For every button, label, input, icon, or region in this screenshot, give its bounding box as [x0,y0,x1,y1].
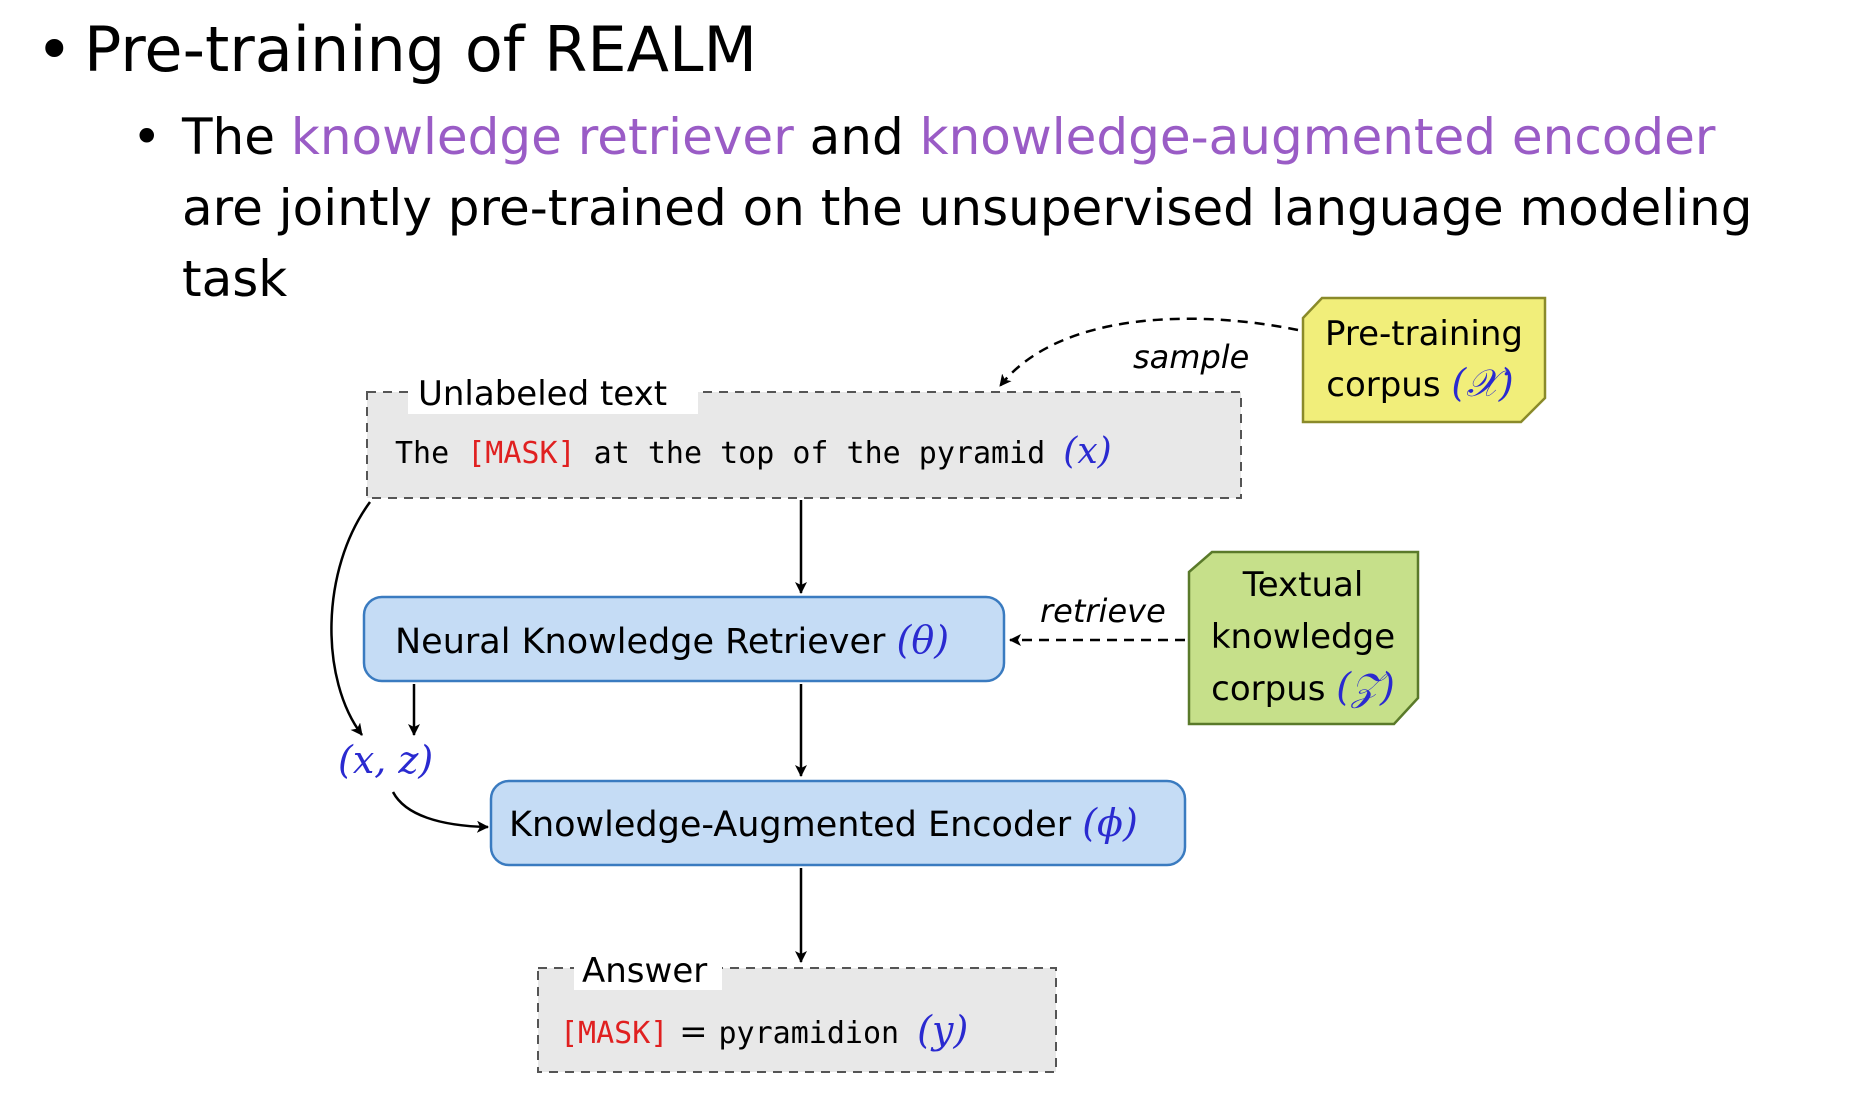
pretraining-corpus-shape [1301,296,1547,424]
pair-variable: (x, z) [338,738,433,782]
answer-label: Answer [582,951,707,991]
text-segment: The [182,108,291,166]
highlight-knowledge-augmented-encoder: knowledge-augmented encoder [919,108,1716,166]
knowledge-corpus-word: corpus [1211,669,1336,709]
encoder-frame [489,779,1187,867]
knowledge-corpus-line2: knowledge [1211,617,1395,657]
unlabeled-text-label-bg [408,372,698,414]
arrow-text-to-pair [330,501,372,736]
mask-token: [MASK] [467,436,575,471]
encoder-label: Knowledge-Augmented Encoder (ϕ) [509,801,1138,845]
text-segment: are jointly pre-trained on the unsupervi… [182,179,1753,308]
answer-equals: = [668,1012,718,1052]
unlabeled-text-label: Unlabeled text [418,374,667,414]
input-variable: (x) [1063,431,1111,472]
bullet-text: The knowledge retriever and knowledge-au… [182,102,1802,315]
answer-content: [MASK] = pyramidion (y) [560,1008,968,1052]
input-token: The [395,436,467,471]
knowledge-corpus-line1: Textual [1242,565,1364,605]
bullet-level-1: • Pre-training of REALM [36,8,757,92]
retriever-text: Neural Knowledge Retriever [395,622,897,662]
retrieve-label: retrieve [1040,592,1166,630]
slide-heading: Pre-training of REALM [84,13,758,86]
pretraining-corpus-line1: Pre-training [1325,314,1523,354]
encoder-box: Knowledge-Augmented Encoder (ϕ) [489,779,1187,867]
knowledge-corpus-variable: (𝒵) [1336,665,1395,709]
retriever-label: Neural Knowledge Retriever (θ) [395,618,949,662]
knowledge-corpus-line3: corpus (𝒵) [1211,665,1395,709]
retriever-frame [362,595,1006,683]
retriever-box: Neural Knowledge Retriever (θ) [362,595,1006,683]
input-sentence: The [MASK] at the top of the pyramid (x) [395,431,1112,472]
highlight-knowledge-retriever: knowledge retriever [290,108,794,166]
pretraining-corpus-box: Pre-training corpus (𝒳) [1301,296,1547,424]
answer-variable: (y) [917,1008,968,1052]
encoder-text: Knowledge-Augmented Encoder [509,805,1082,845]
sample-arrow [999,317,1299,387]
knowledge-corpus-box: Textual knowledge corpus (𝒵) [1187,550,1420,726]
answer-label-bg [574,948,722,990]
bullet-glyph: • [132,108,162,166]
retriever-variable: (θ) [897,618,950,662]
text-segment: and [793,108,920,166]
answer-box: Answer [MASK] = pyramidion (y) [537,948,1057,1073]
encoder-variable: (ϕ) [1082,801,1138,845]
input-token: at the top of the pyramid [576,436,1064,471]
knowledge-corpus-shape [1187,550,1420,726]
bullet-glyph: • [36,13,73,86]
sample-label: sample [1133,338,1249,376]
pretraining-corpus-line2: corpus (𝒳) [1326,361,1513,405]
answer-word: pyramidion [718,1016,899,1051]
bullet-level-2: • The knowledge retriever and knowledge-… [132,102,1802,315]
answer-mask-token: [MASK] [560,1016,668,1051]
arrow-pair-to-encoder [391,791,489,833]
pretraining-corpus-variable: (𝒳) [1451,361,1513,405]
unlabeled-text-box: Unlabeled text The [MASK] at the top of … [366,372,1242,499]
pretraining-corpus-word: corpus [1326,365,1451,405]
